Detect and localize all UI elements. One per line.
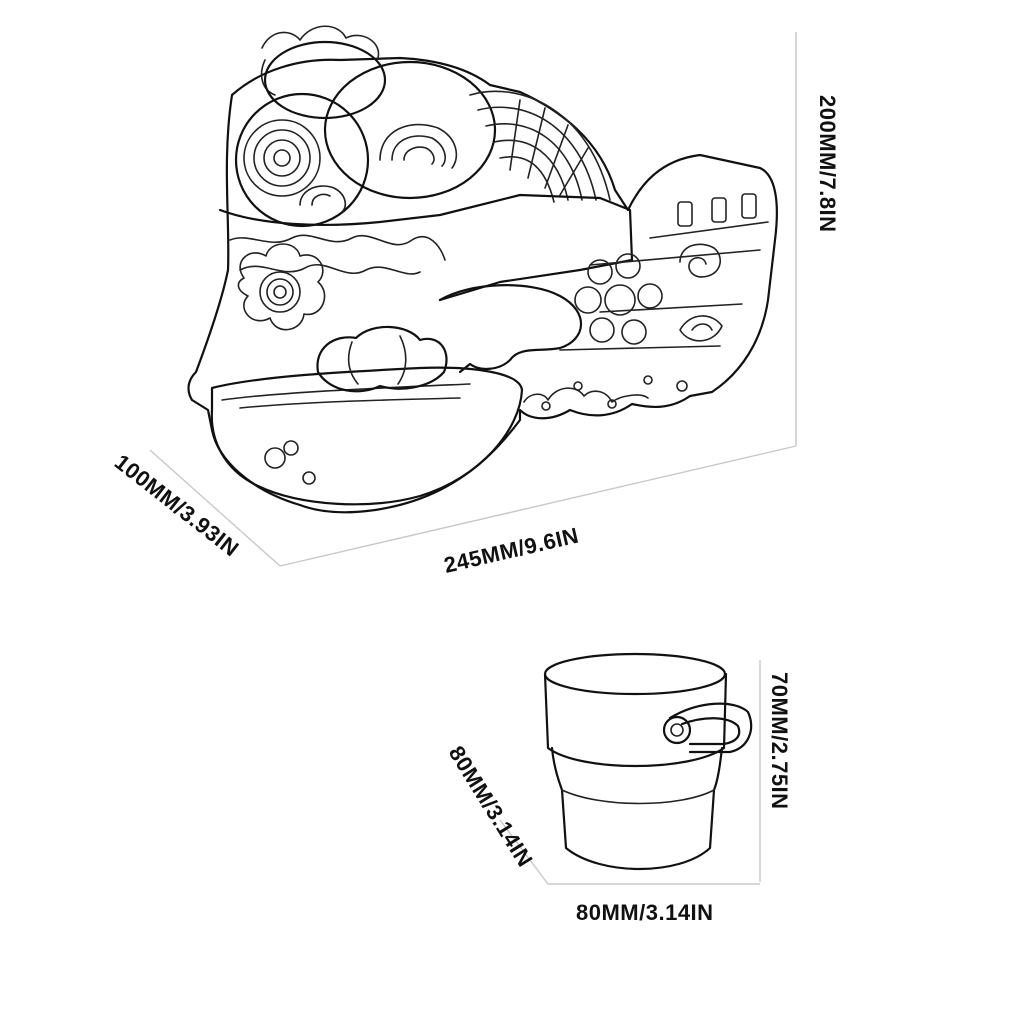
side-panel: [559, 193, 769, 351]
ball-right: [323, 60, 497, 200]
peg-row: [523, 375, 688, 411]
panel-flower: [574, 253, 663, 345]
bucket-width-label: 80MM/3.14IN: [576, 900, 714, 925]
toy-depth-label: 100MM/3.93IN: [110, 449, 244, 561]
ball-swirl-bottom: [299, 185, 347, 213]
handle-rivet-icon: [662, 715, 692, 745]
crown-flower: [261, 25, 380, 59]
spiral-flower: [237, 243, 326, 331]
toy-dimension-lines: [149, 32, 797, 567]
ball-small: [263, 40, 387, 120]
bucket-handle: [668, 702, 753, 754]
tray-bubbles: [264, 440, 316, 485]
bucket-illustration: [499, 652, 761, 885]
toy-back-plate: [187, 56, 778, 514]
toy-height-label: 200MM/7.8IN: [815, 95, 840, 233]
side-spiral-icon: [679, 243, 721, 278]
bucket-depth-label: 80MM/3.14IN: [444, 741, 538, 871]
drip-wave: [229, 234, 446, 261]
bucket-lower-body: [550, 746, 724, 870]
water-tray: [210, 366, 524, 506]
side-leaf-icon: [679, 315, 723, 342]
bucket-dimension-lines: [499, 660, 761, 885]
bath-toy-illustration: [149, 25, 797, 567]
toy-width-label: 245MM/9.6IN: [442, 523, 582, 578]
rainbow: [469, 90, 611, 203]
bucket-height-label: 70MM/2.75IN: [767, 672, 792, 810]
bun-shape: [316, 325, 448, 393]
bucket-rim: [543, 652, 727, 696]
ball-left: [234, 92, 370, 228]
upper-shelf: [218, 193, 634, 302]
duck-float: [438, 284, 583, 374]
